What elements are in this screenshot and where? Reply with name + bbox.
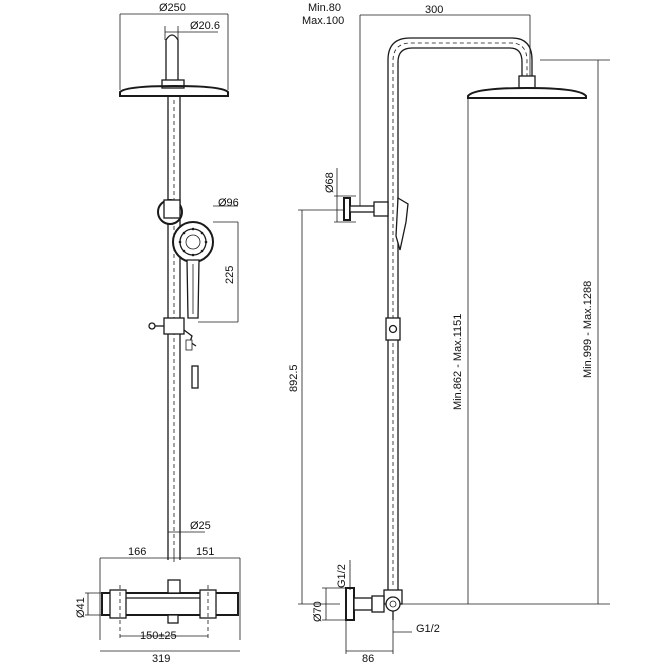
hand-shower-side (395, 196, 409, 251)
outlet-connector (385, 596, 401, 612)
dim-arm-min: Min.80 (308, 2, 341, 14)
slider (163, 317, 185, 335)
dim-slider-height: Min.862 - Max.1151 (452, 314, 464, 410)
outlet-inner (389, 600, 397, 608)
wall-flange (345, 587, 355, 621)
front-view: Ø250 Ø20.6 (75, 2, 241, 665)
shower-head (119, 84, 229, 97)
dim-arm-max: Max.100 (302, 15, 344, 27)
dim-height-892: 892.5 (288, 364, 300, 392)
inlet-nut (371, 595, 385, 613)
riser-inner (397, 47, 523, 590)
nozzle-dots (178, 227, 208, 257)
dim-body-diameter: Ø41 (75, 597, 87, 618)
dim-inlet-depth: 86 (362, 653, 374, 665)
dim-centers: 150±25 (140, 630, 177, 642)
dim-pipe-diameter: Ø25 (190, 520, 211, 532)
side-view: Min.80 Max.100 300 Min.862 - Max.1151 Mi… (288, 2, 610, 665)
head-connector (518, 75, 536, 89)
dim-total-height: Min.999 - Max.1288 (582, 281, 594, 378)
dim-head-diameter: Ø250 (159, 2, 186, 14)
mixer-handle-left (109, 589, 127, 619)
spare-part (191, 365, 199, 389)
dim-hand-height: 225 (224, 266, 236, 284)
dim-inlet-thread: G1/2 (336, 564, 348, 588)
riser-outer (387, 37, 533, 590)
bracket-clamp (163, 199, 181, 219)
hose-connector (183, 329, 197, 347)
dim-arm-length: 300 (425, 4, 443, 16)
dim-hand-diameter: Ø96 (218, 197, 239, 209)
inlet-pipe (353, 597, 373, 611)
hand-shower-center (185, 234, 201, 250)
dim-total-width: 319 (152, 653, 170, 665)
spout (167, 614, 179, 624)
shower-head-side (467, 86, 587, 99)
dim-left-offset: 166 (128, 546, 146, 558)
dim-bracket-diameter: Ø68 (324, 172, 336, 193)
mixer-handle-right (199, 589, 217, 619)
arm-connector (161, 79, 185, 89)
riser-centerline (392, 42, 528, 585)
shower-arm (165, 34, 179, 88)
dim-arm-diameter: Ø20.6 (190, 20, 220, 32)
slider-knob-end (148, 322, 156, 330)
dim-outlet-thread: G1/2 (416, 623, 440, 635)
bracket-clamp (373, 201, 389, 217)
hose-nut (185, 339, 193, 351)
wall-plate (343, 197, 351, 221)
riser-connection (167, 579, 181, 594)
dim-inlet-diameter: Ø70 (312, 601, 324, 622)
slider-knob-side (388, 324, 398, 334)
dim-right-offset: 151 (196, 546, 214, 558)
